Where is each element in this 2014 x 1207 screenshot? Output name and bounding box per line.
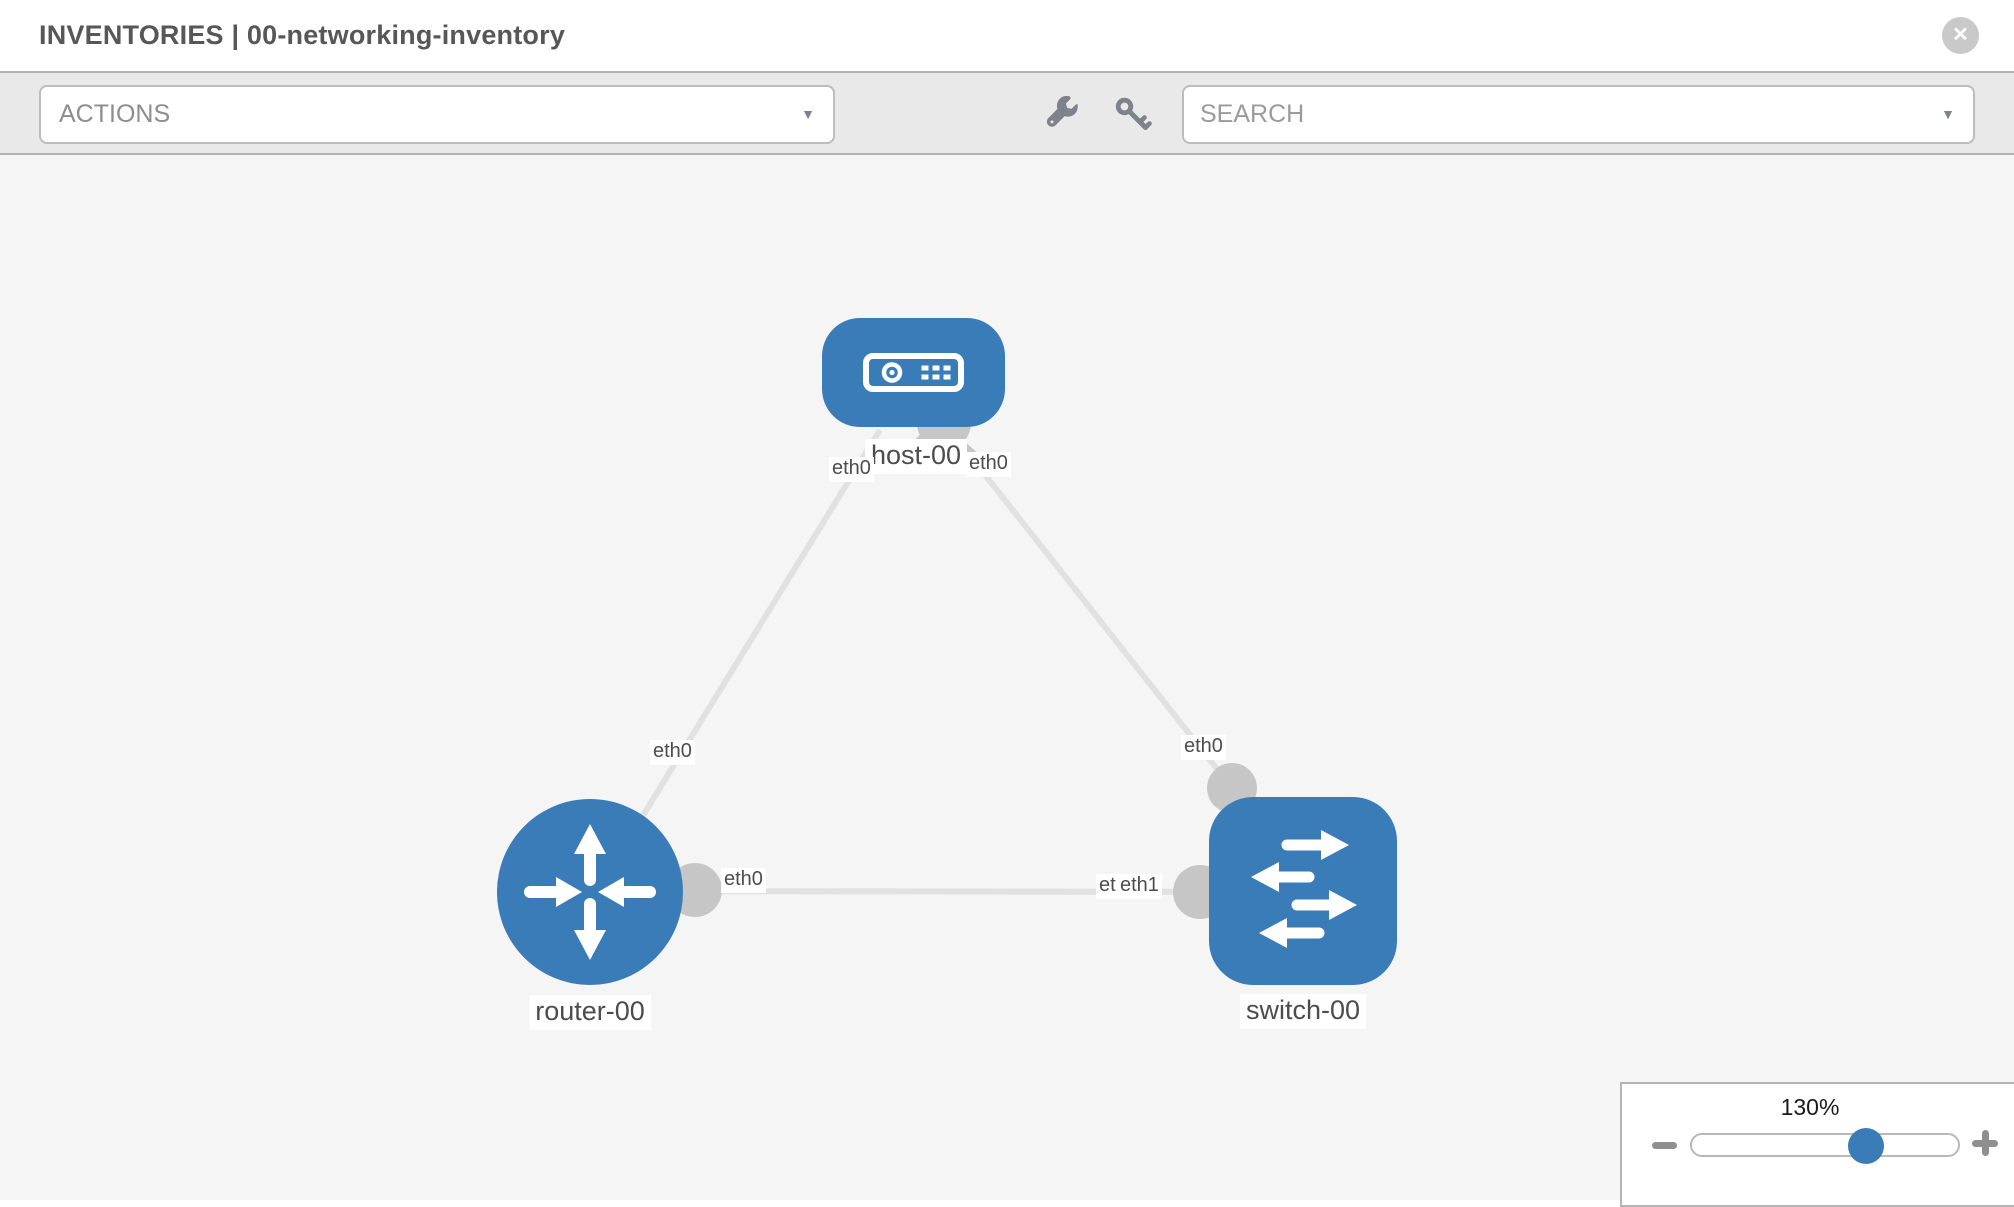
toolbar: ACTIONS ▼ ▼ [0, 71, 2014, 155]
link-host-switch[interactable] [945, 426, 1235, 790]
interface-label-host-right: eth0 [966, 452, 1011, 477]
close-icon[interactable]: ✕ [1942, 17, 1979, 54]
node-label-router: router-00 [529, 995, 651, 1030]
zoom-panel: 130% [1620, 1082, 2014, 1207]
search-dropdown[interactable]: ▼ [1182, 85, 1975, 144]
node-router-00[interactable] [497, 799, 683, 985]
interface-label-switch-top: eth0 [1181, 735, 1226, 760]
zoom-out-icon[interactable] [1652, 1142, 1677, 1149]
topology-links-layer [589, 396, 1304, 919]
wrench-icon-svg [1046, 95, 1079, 127]
zoom-level-label: 130% [1780, 1094, 1840, 1120]
chevron-down-icon: ▼ [801, 106, 815, 122]
zoom-slider[interactable] [1690, 1128, 1960, 1164]
zoom-in-icon[interactable] [1970, 1128, 2000, 1158]
interface-label-router-right: eth0 [721, 868, 766, 893]
actions-dropdown-label: ACTIONS [59, 100, 171, 128]
actions-dropdown[interactable]: ACTIONS ▼ [39, 85, 835, 144]
page-title: INVENTORIES | 00-networking-inventory [39, 20, 566, 50]
router-icon [524, 824, 656, 960]
wrench-icon[interactable] [1044, 95, 1082, 139]
node-switch-00[interactable] [1209, 797, 1397, 985]
key-icon[interactable] [1112, 94, 1152, 139]
node-label-host: host-00 [864, 439, 968, 474]
topology-canvas[interactable]: host-00 router-00 switch-00 eth0 eth0 et… [0, 155, 2014, 1200]
zoom-slider-thumb[interactable] [1848, 1128, 1884, 1164]
node-label-switch: switch-00 [1239, 994, 1367, 1029]
switch-icon [1251, 830, 1357, 948]
host-icon [863, 353, 964, 392]
interface-label-switch-left: eth1 [1117, 874, 1162, 899]
node-host-00[interactable] [822, 318, 1005, 427]
interface-label-host-router-mid: eth0 [650, 740, 695, 765]
key-icon-svg [1115, 97, 1152, 130]
search-input[interactable] [1184, 87, 1973, 142]
header-bar: INVENTORIES | 00-networking-inventory ✕ [0, 0, 2014, 71]
chevron-down-icon: ▼ [1941, 106, 1955, 122]
interface-label-host-left: eth0 [829, 457, 874, 482]
